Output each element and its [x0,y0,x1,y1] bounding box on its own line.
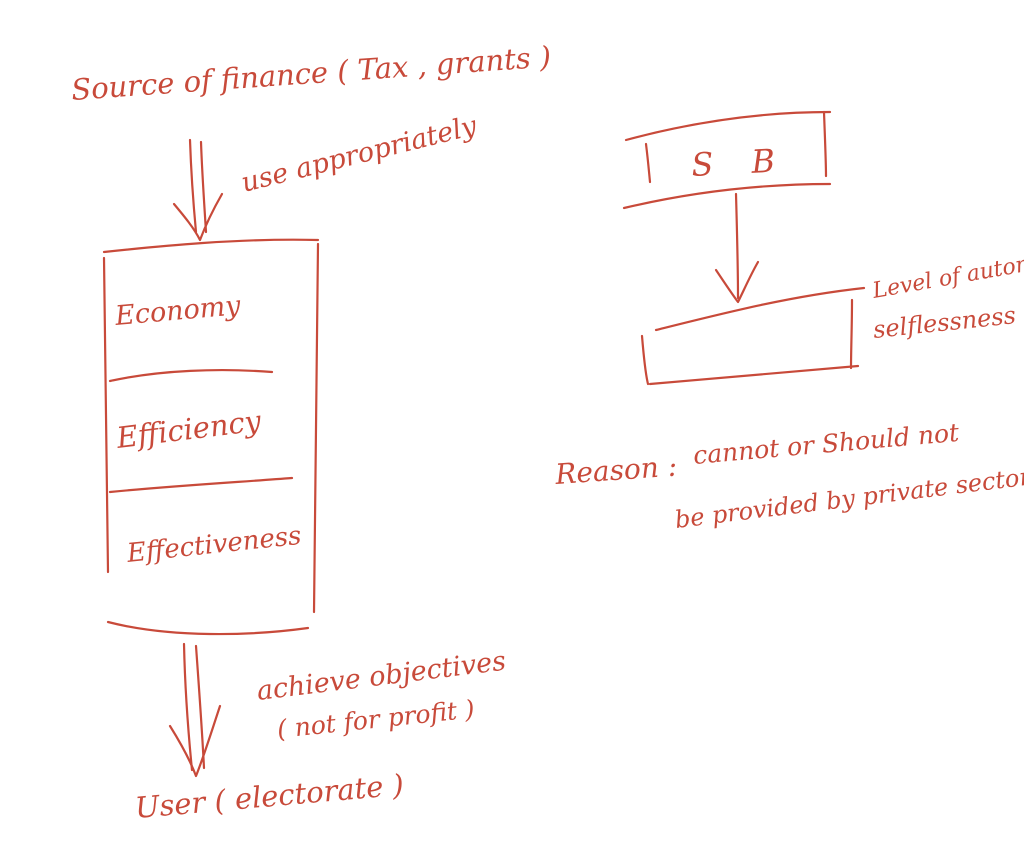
user-electorate-label: User ( electorate ) [134,768,406,825]
box-item-effectiveness: Effectiveness [125,521,303,569]
section-divider-2 [108,476,294,494]
autonomy-box [640,286,866,386]
reason-line-2: be provided by private sectors [673,461,1024,534]
sb-label: S B [690,141,789,184]
arrow-down-icon-3 [714,192,760,304]
not-for-profit-label: ( not for profit ) [276,694,476,744]
reason-line-1: cannot or Should not [692,418,961,470]
selflessness-label: selflessness [872,301,1017,344]
section-divider-1 [108,368,274,383]
box-item-economy: Economy [113,290,243,332]
source-of-finance-label: Source of finance ( Tax , grants ) [70,40,552,107]
arrow-down-icon [172,138,224,242]
sb-box [622,110,832,210]
arrow-down-icon-2 [168,642,222,778]
use-appropriately-label: use appropriately [238,110,480,199]
level-of-autonomy-label: Level of autonomy [870,243,1024,304]
reason-label: Reason : [553,450,678,491]
box-item-efficiency: Efficiency [114,403,264,455]
economy-efficiency-box [102,238,320,636]
